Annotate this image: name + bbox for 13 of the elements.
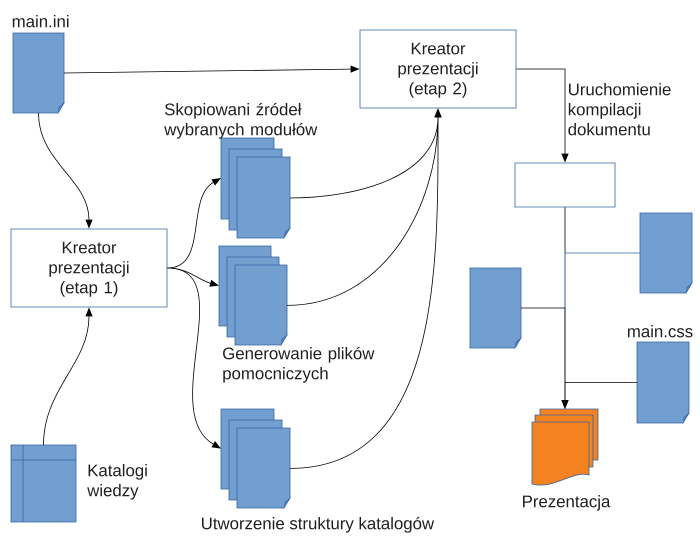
node-label: Prezentacja [523,495,610,511]
node-label: Generowanie plików pomocniczych [223,346,374,383]
node-label: main.css [628,325,693,338]
node-label: Utworzenie struktury katalogów [202,516,434,533]
node-label: main.ini [12,15,68,28]
process-box: Kreator prezentacji (etap 1) [10,228,168,308]
node-label: Skopiowani źródeł wybranych modułów [164,102,318,139]
document-icon [470,268,522,348]
node-label: Katalogi wiedzy [87,464,147,500]
document-icon [640,212,692,294]
process-box [514,162,616,208]
process-box: Kreator prezentacji (etap 2) [360,30,516,108]
edge-label: Uruchomienie kompilacji dokumentu [566,80,681,136]
